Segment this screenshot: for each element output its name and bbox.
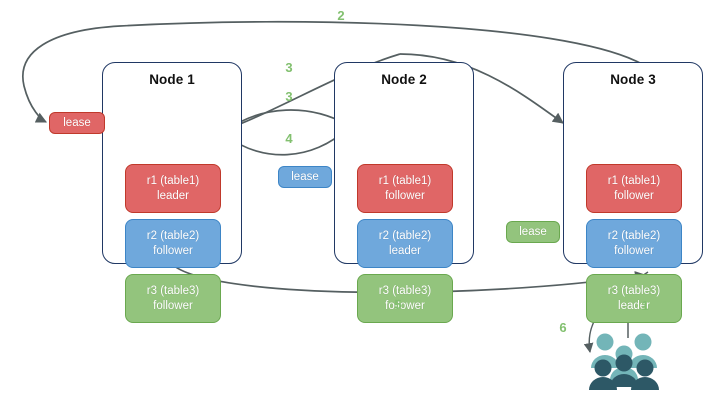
replica-node3-r1[interactable]: r1 (table1) follower — [586, 164, 682, 213]
replica-name: r2 (table2) — [146, 230, 200, 242]
replica-role: leader — [389, 244, 421, 257]
node-box-node3[interactable]: Node 3 r1 (table1) follower r2 (table2) … — [563, 62, 703, 323]
step-label-6: 6 — [559, 320, 567, 335]
lease-badge-r2[interactable]: lease — [278, 166, 332, 188]
replica-node2-r1[interactable]: r1 (table1) follower — [357, 164, 453, 213]
replica-role: follower — [385, 189, 425, 202]
replica-role: leader — [618, 299, 650, 312]
node-box-node1[interactable]: Node 1 r1 (table1) leader r2 (table2) fo… — [102, 62, 242, 323]
replica-name: r3 (table3) — [607, 285, 661, 297]
step-label-5: 5 — [394, 297, 402, 312]
people-front-row — [589, 354, 659, 390]
replica-name: r1 (table1) — [607, 175, 661, 187]
edge-step-3-lower — [223, 109, 349, 133]
step-label-3-lower: 3 — [285, 89, 293, 104]
step-label-4: 4 — [285, 131, 293, 146]
replica-role: follower — [385, 299, 425, 312]
replica-role: follower — [153, 244, 193, 257]
lease-badge-r1[interactable]: lease — [49, 112, 105, 134]
node-title-node3: Node 3 — [610, 72, 656, 87]
replica-role: leader — [157, 189, 189, 202]
replica-role: follower — [614, 244, 654, 257]
replica-node2-r3[interactable]: r3 (table3) follower — [357, 274, 453, 323]
replica-name: r2 (table2) — [607, 230, 661, 242]
replica-name: r1 (table1) — [378, 175, 432, 187]
replica-name: r3 (table3) — [378, 285, 432, 297]
node-title-node2: Node 2 — [381, 72, 427, 87]
lease-badge-r3[interactable]: lease — [506, 221, 560, 243]
step-label-2: 2 — [337, 8, 345, 23]
replica-node1-r1[interactable]: r1 (table1) leader — [125, 164, 221, 213]
replica-name: r2 (table2) — [378, 230, 432, 242]
replica-name: r1 (table1) — [146, 175, 200, 187]
replica-node1-r2[interactable]: r2 (table2) follower — [125, 219, 221, 268]
replica-node3-r2[interactable]: r2 (table2) follower — [586, 219, 682, 268]
replica-node2-r2[interactable]: r2 (table2) leader — [357, 219, 453, 268]
node-title-node1: Node 1 — [149, 72, 195, 87]
replica-role: follower — [153, 299, 193, 312]
replica-node1-r3[interactable]: r3 (table3) follower — [125, 274, 221, 323]
node-box-node2[interactable]: Node 2 r1 (table1) follower r2 (table2) … — [334, 62, 474, 323]
replica-role: follower — [614, 189, 654, 202]
step-label-1: 1 — [641, 298, 649, 313]
replica-name: r3 (table3) — [146, 285, 200, 297]
people-group-icon — [589, 333, 659, 390]
replica-node3-r3[interactable]: r3 (table3) leader — [586, 274, 682, 323]
step-label-3-upper: 3 — [285, 60, 293, 75]
